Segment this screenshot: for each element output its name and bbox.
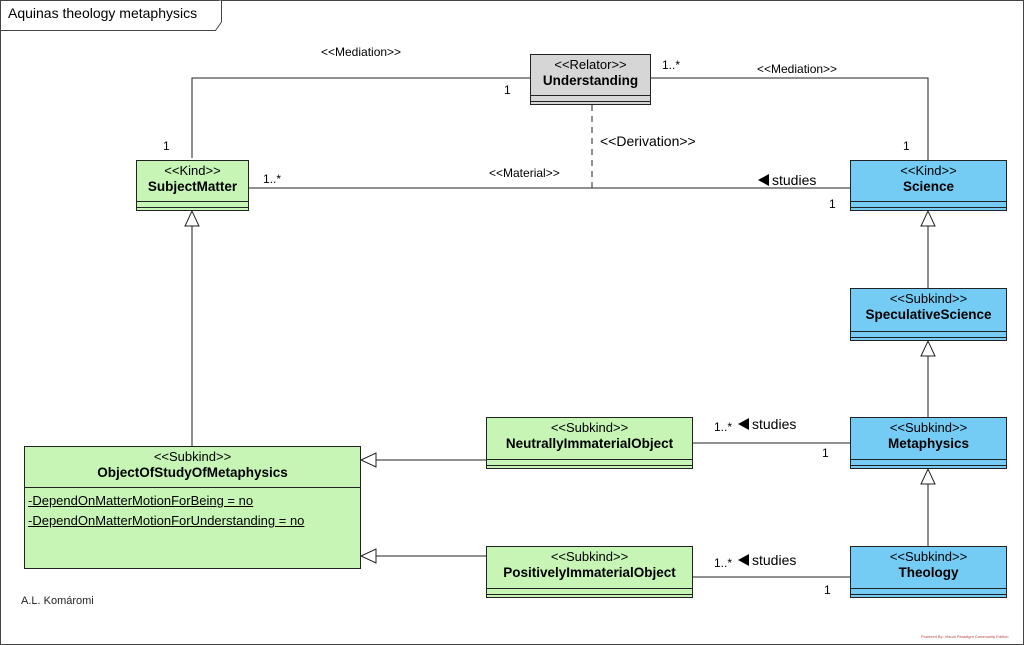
- material-label: <<Material>>: [489, 166, 560, 180]
- stereotype: <<Subkind>>: [550, 549, 629, 564]
- stereotype: <<Kind>>: [164, 163, 221, 178]
- author-credit: A.L. Komáromi: [21, 595, 94, 607]
- stereotype: <<Subkind>>: [153, 449, 232, 464]
- class-science[interactable]: <<Kind>> Science: [850, 160, 1007, 211]
- studies-label-neutral: studies: [752, 416, 797, 432]
- stereotype: <<Subkind>>: [889, 549, 968, 564]
- multiplicity: 1..*: [714, 420, 733, 434]
- multiplicity: 1: [163, 139, 170, 153]
- studies-direction-icon: [738, 554, 749, 566]
- attribute-item[interactable]: -DependOnMatterMotionForUnderstanding = …: [28, 513, 305, 528]
- class-name: Science: [902, 179, 955, 194]
- attribute-item[interactable]: -DependOnMatterMotionForBeing = no: [28, 493, 254, 508]
- studies-label-science: studies: [772, 172, 817, 188]
- class-speculative-science[interactable]: <<Subkind>> SpeculativeScience: [850, 288, 1007, 341]
- class-name: SubjectMatter: [147, 179, 238, 194]
- multiplicity: 1..*: [263, 172, 282, 186]
- generalization-arrowhead: [920, 209, 936, 227]
- class-name: SpeculativeScience: [865, 307, 992, 322]
- studies-direction-icon: [738, 418, 749, 430]
- class-name: NeutrallyImmaterialObject: [505, 436, 674, 451]
- class-name: Theology: [898, 565, 959, 580]
- class-name: Understanding: [542, 73, 639, 88]
- studies-label-positive: studies: [752, 552, 797, 568]
- footer-credit: Powered By: Visual Paradigm Community Ed…: [921, 634, 1009, 639]
- generalization-arrowhead: [920, 467, 936, 485]
- derivation-label: <<Derivation>>: [600, 133, 696, 149]
- generalization-arrowhead: [359, 452, 377, 468]
- class-object-of-study-of-metaphysics[interactable]: <<Subkind>> ObjectOfStudyOfMetaphysics -…: [24, 446, 361, 569]
- class-metaphysics[interactable]: <<Subkind>> Metaphysics: [850, 417, 1007, 469]
- mediation-label-right: <<Mediation>>: [757, 62, 838, 76]
- mediation-line-left[interactable]: [191, 77, 530, 158]
- class-understanding[interactable]: <<Relator>> Understanding: [530, 54, 651, 105]
- class-theology[interactable]: <<Subkind>> Theology: [850, 546, 1007, 598]
- mediation-label-left: <<Mediation>>: [321, 45, 402, 59]
- class-neutrally-immaterial-object[interactable]: <<Subkind>> NeutrallyImmaterialObject: [486, 417, 693, 469]
- diagram-title: Aquinas theology metaphysics: [8, 5, 198, 21]
- multiplicity: 1: [504, 83, 511, 97]
- studies-direction-icon: [758, 174, 769, 186]
- stereotype: <<Relator>>: [554, 57, 627, 72]
- multiplicity: 1: [822, 446, 829, 460]
- class-name: Metaphysics: [887, 436, 970, 451]
- stereotype: <<Subkind>>: [889, 420, 968, 435]
- multiplicity: 1: [829, 197, 836, 211]
- stereotype: <<Kind>>: [900, 163, 957, 178]
- multiplicity: 1..*: [714, 556, 733, 570]
- mediation-line-right[interactable]: [651, 77, 929, 160]
- multiplicity: 1..*: [662, 58, 681, 72]
- class-subject-matter[interactable]: <<Kind>> SubjectMatter: [136, 160, 249, 211]
- generalization-arrowhead: [920, 339, 936, 357]
- stereotype: <<Subkind>>: [889, 291, 968, 306]
- diagram-title-tab: [0, 0, 222, 31]
- class-name: PositivelyImmaterialObject: [503, 565, 676, 580]
- generalization-arrowhead: [359, 548, 377, 564]
- class-name: ObjectOfStudyOfMetaphysics: [97, 465, 288, 480]
- multiplicity: 1: [824, 583, 831, 597]
- generalization-arrowhead: [184, 209, 200, 227]
- stereotype: <<Subkind>>: [550, 420, 629, 435]
- class-positively-immaterial-object[interactable]: <<Subkind>> PositivelyImmaterialObject: [486, 546, 693, 598]
- multiplicity: 1: [903, 139, 910, 153]
- attribute-list: -DependOnMatterMotionForBeing = no -Depe…: [28, 491, 304, 531]
